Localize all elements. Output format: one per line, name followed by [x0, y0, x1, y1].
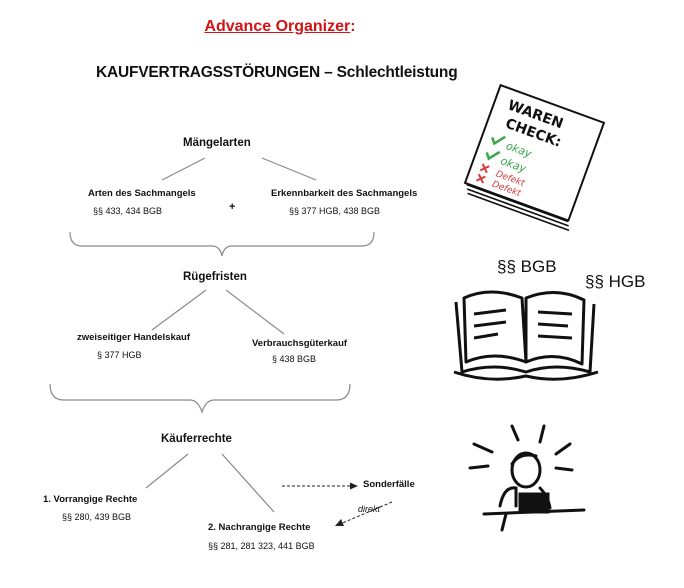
node-nachrangige-rechte: 2. Nachrangige Rechte [208, 522, 311, 533]
line-maengelarten-left [161, 157, 206, 181]
arrowhead-direkt [335, 519, 344, 526]
line-ruegefristen-right [225, 289, 285, 335]
law-arten-des-sachmangels: §§ 433, 434 BGB [93, 206, 163, 216]
node-zweiseitiger-handelskauf: zweiseitiger Handelskauf [77, 332, 190, 343]
heading-text: Advance Organizer [204, 18, 351, 35]
law-nachrangige-rechte: §§ 281, 281 323, 441 BGB [208, 541, 315, 551]
node-erkennbarkeit-des-sachmangels: Erkennbarkeit des Sachmangels [271, 188, 418, 199]
law-handelskauf: § 377 HGB [97, 350, 142, 360]
page-title: KAUFVERTRAGSSTÖRUNGEN – Schlechtleistung [96, 64, 458, 81]
heading-colon: : [350, 18, 356, 35]
node-ruegefristen: Rügefristen [183, 271, 247, 283]
node-arten-des-sachmangels: Arten des Sachmangels [88, 188, 196, 199]
node-vorrangige-rechte: 1. Vorrangige Rechte [43, 494, 138, 505]
arrowhead-sonderfaelle [350, 482, 358, 490]
brace-1 [69, 231, 375, 257]
line-maengelarten-right [261, 157, 317, 181]
label-paragraphs-bgb: §§ BGB [497, 257, 557, 276]
line-ruegefristen-left [151, 289, 207, 331]
advance-organizer-heading: Advance Organizer: [0, 18, 560, 36]
brace-2 [49, 383, 351, 414]
edge-label-direkt: direkt [358, 504, 381, 514]
node-kaeuferrechte: Käuferrechte [161, 433, 232, 445]
node-sonderfaelle: Sonderfälle [363, 479, 415, 490]
plus-sign: + [229, 201, 236, 213]
node-verbrauchsgueterkauf: Verbrauchsgüterkauf [252, 338, 348, 349]
line-kaeuferrechte-right [221, 453, 275, 513]
law-verbrauchsgueterkauf: § 438 BGB [272, 354, 317, 364]
arrow-direkt [339, 501, 393, 525]
label-paragraphs-hgb: §§ HGB [585, 272, 646, 291]
law-erkennbarkeit: §§ 377 HGB, 438 BGB [289, 206, 381, 216]
law-vorrangige-rechte: §§ 280, 439 BGB [62, 512, 132, 522]
node-maengelarten: Mängelarten [183, 137, 251, 149]
line-kaeuferrechte-left [145, 453, 189, 489]
